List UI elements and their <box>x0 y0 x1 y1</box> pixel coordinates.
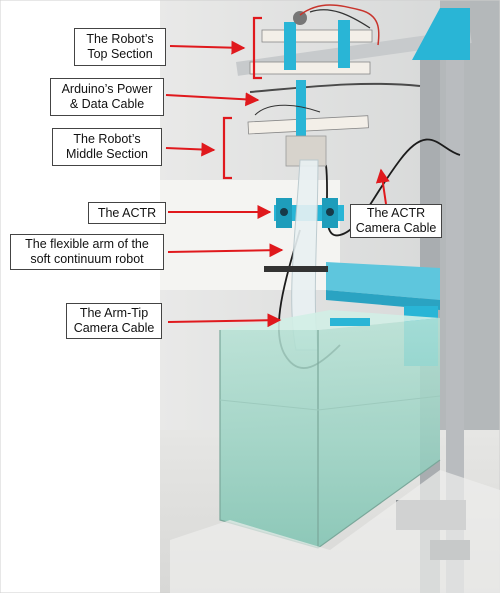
label-line: The Robot’s <box>73 132 141 146</box>
label-line: The Arm-Tip <box>79 306 149 320</box>
arrow-flexible-arm <box>167 243 284 258</box>
label-actr: The ACTR <box>88 202 166 224</box>
arrow-power-cable <box>165 92 260 107</box>
blue-mount <box>412 8 470 60</box>
arrow-top-section <box>169 40 246 55</box>
label-line: The ACTR <box>366 206 426 220</box>
label-line: The Robot’s <box>86 32 154 46</box>
label-line: Middle Section <box>66 147 148 161</box>
base-board <box>170 470 500 593</box>
label-line: The ACTR <box>97 205 157 220</box>
annotation-arrows <box>165 40 390 328</box>
label-line: Arduino’s Power <box>61 82 153 96</box>
section-brackets <box>222 16 262 180</box>
arrow-arm-tip-cable <box>167 313 282 328</box>
arrow-actr-camera-cable <box>375 168 390 205</box>
label-arduino-power-cable: Arduino’s Power & Data Cable <box>50 78 164 116</box>
label-line: Camera Cable <box>73 321 155 335</box>
robot-top-section <box>249 4 380 75</box>
label-line: Top Section <box>87 47 153 61</box>
label-line: Camera Cable <box>355 221 437 235</box>
label-line: The flexible arm of the <box>25 237 149 251</box>
label-robot-top-section: The Robot’s Top Section <box>74 28 166 66</box>
bracket-middle-section <box>222 116 232 180</box>
label-robot-middle-section: The Robot’s Middle Section <box>52 128 162 166</box>
arrow-middle-section <box>165 142 216 157</box>
bracket-top-section <box>252 16 262 80</box>
label-actr-camera-cable: The ACTR Camera Cable <box>350 204 442 238</box>
label-flexible-arm: The flexible arm of the soft continuum r… <box>10 234 164 270</box>
label-line: soft continuum robot <box>30 252 144 266</box>
label-line: & Data Cable <box>69 97 145 111</box>
label-arm-tip-camera-cable: The Arm-Tip Camera Cable <box>66 303 162 339</box>
water-tank <box>219 310 441 549</box>
